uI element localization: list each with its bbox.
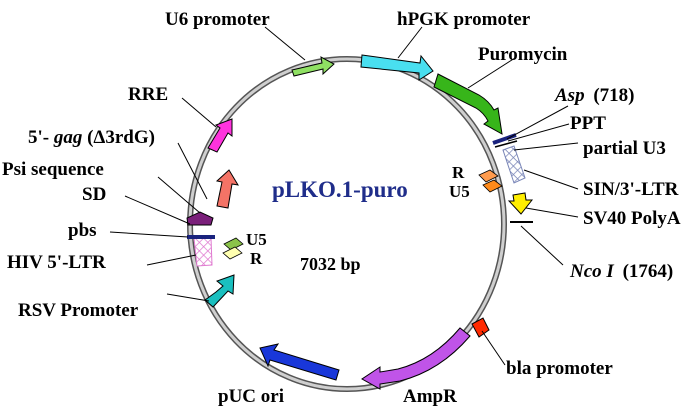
- pbs-marker: [187, 235, 215, 239]
- label-sin-ltr: SIN/3'-LTR: [583, 179, 679, 200]
- label-rre: RRE: [128, 84, 168, 105]
- label-u5-left: U5: [246, 230, 267, 249]
- label-partial-u3: partial U3: [583, 138, 666, 159]
- ampr-arrow: [361, 327, 471, 390]
- label-5-gag-name: gag: [53, 127, 83, 148]
- label-sv40-polya: SV40 PolyA: [583, 208, 681, 229]
- r-right-arrow: [478, 169, 499, 183]
- label-rsv-promoter: RSV Promoter: [18, 300, 139, 321]
- leader-gag: [177, 142, 208, 200]
- label-u5-right: U5: [449, 182, 470, 201]
- label-nco-name: Nco I: [569, 261, 614, 282]
- sv40-polya-arrow: [507, 192, 534, 215]
- leader-sin: [523, 169, 579, 190]
- leader-bla: [481, 330, 506, 366]
- label-r-right: R: [452, 163, 465, 182]
- label-ampr: AmpR: [403, 386, 457, 407]
- label-u6-promoter: U6 promoter: [165, 9, 270, 30]
- plasmid-size: 7032 bp: [300, 254, 361, 274]
- puromycin-arrow: [433, 73, 503, 135]
- label-sd: SD: [82, 184, 106, 205]
- label-r-left: R: [250, 249, 263, 268]
- leader-u6: [264, 26, 306, 61]
- label-bla-promoter: bla promoter: [506, 358, 613, 379]
- label-nco-position: (1764): [623, 261, 674, 282]
- leader-rre: [181, 97, 217, 128]
- label-asp-position: (718): [593, 85, 634, 106]
- label-5-gag: 5'- gag (Δ3rdG): [28, 127, 155, 148]
- leader-asp: [506, 105, 569, 140]
- leader-pbs: [109, 231, 189, 238]
- label-nco: Nco I (1764): [569, 261, 673, 282]
- label-puc-ori: pUC ori: [218, 386, 284, 407]
- u5-right-arrow: [482, 179, 503, 193]
- hiv-ltr-block: [193, 237, 213, 267]
- puc-ori-arrow: [259, 343, 340, 381]
- leader-hiv: [146, 254, 197, 266]
- bla-promoter-arrow: [471, 317, 490, 338]
- sin-ltr-block: [502, 145, 526, 184]
- plasmid-name: pLKO.1-puro: [272, 177, 408, 202]
- label-asp: Asp (718): [554, 85, 634, 106]
- label-5-gag-suffix: (Δ3rdG): [87, 127, 155, 148]
- hpgk-promoter-arrow: [360, 54, 434, 81]
- label-hiv-5-ltr: HIV 5'-LTR: [7, 252, 106, 273]
- label-asp-name: Asp: [554, 85, 585, 106]
- r-left-arrow: [222, 246, 243, 260]
- label-pbs: pbs: [68, 220, 97, 241]
- leader-puro: [467, 57, 516, 89]
- leader-psi: [157, 176, 201, 214]
- label-puromycin: Puromycin: [478, 44, 568, 65]
- label-psi-sequence: Psi sequence: [2, 159, 104, 180]
- leader-nco: [520, 225, 564, 266]
- leader-partial-u3: [513, 142, 579, 151]
- label-ppt: PPT: [570, 113, 606, 134]
- u5-left-arrow: [223, 237, 244, 251]
- leader-sd: [124, 195, 191, 225]
- label-hpgk-promoter: hPGK promoter: [397, 9, 531, 30]
- gag-arrow: [215, 169, 239, 209]
- psi-sd-arrow: [186, 211, 214, 226]
- u6-promoter-arrow: [291, 56, 335, 77]
- label-5-gag-prefix: 5'-: [28, 127, 49, 148]
- leader-sv40: [525, 207, 579, 218]
- leader-ppt: [507, 123, 570, 142]
- rre-arrow: [207, 118, 233, 153]
- rsv-promoter-arrow: [204, 274, 235, 308]
- leader-rsv: [166, 293, 210, 302]
- asp-site-tick: [494, 140, 518, 148]
- leader-hpgk: [397, 26, 423, 59]
